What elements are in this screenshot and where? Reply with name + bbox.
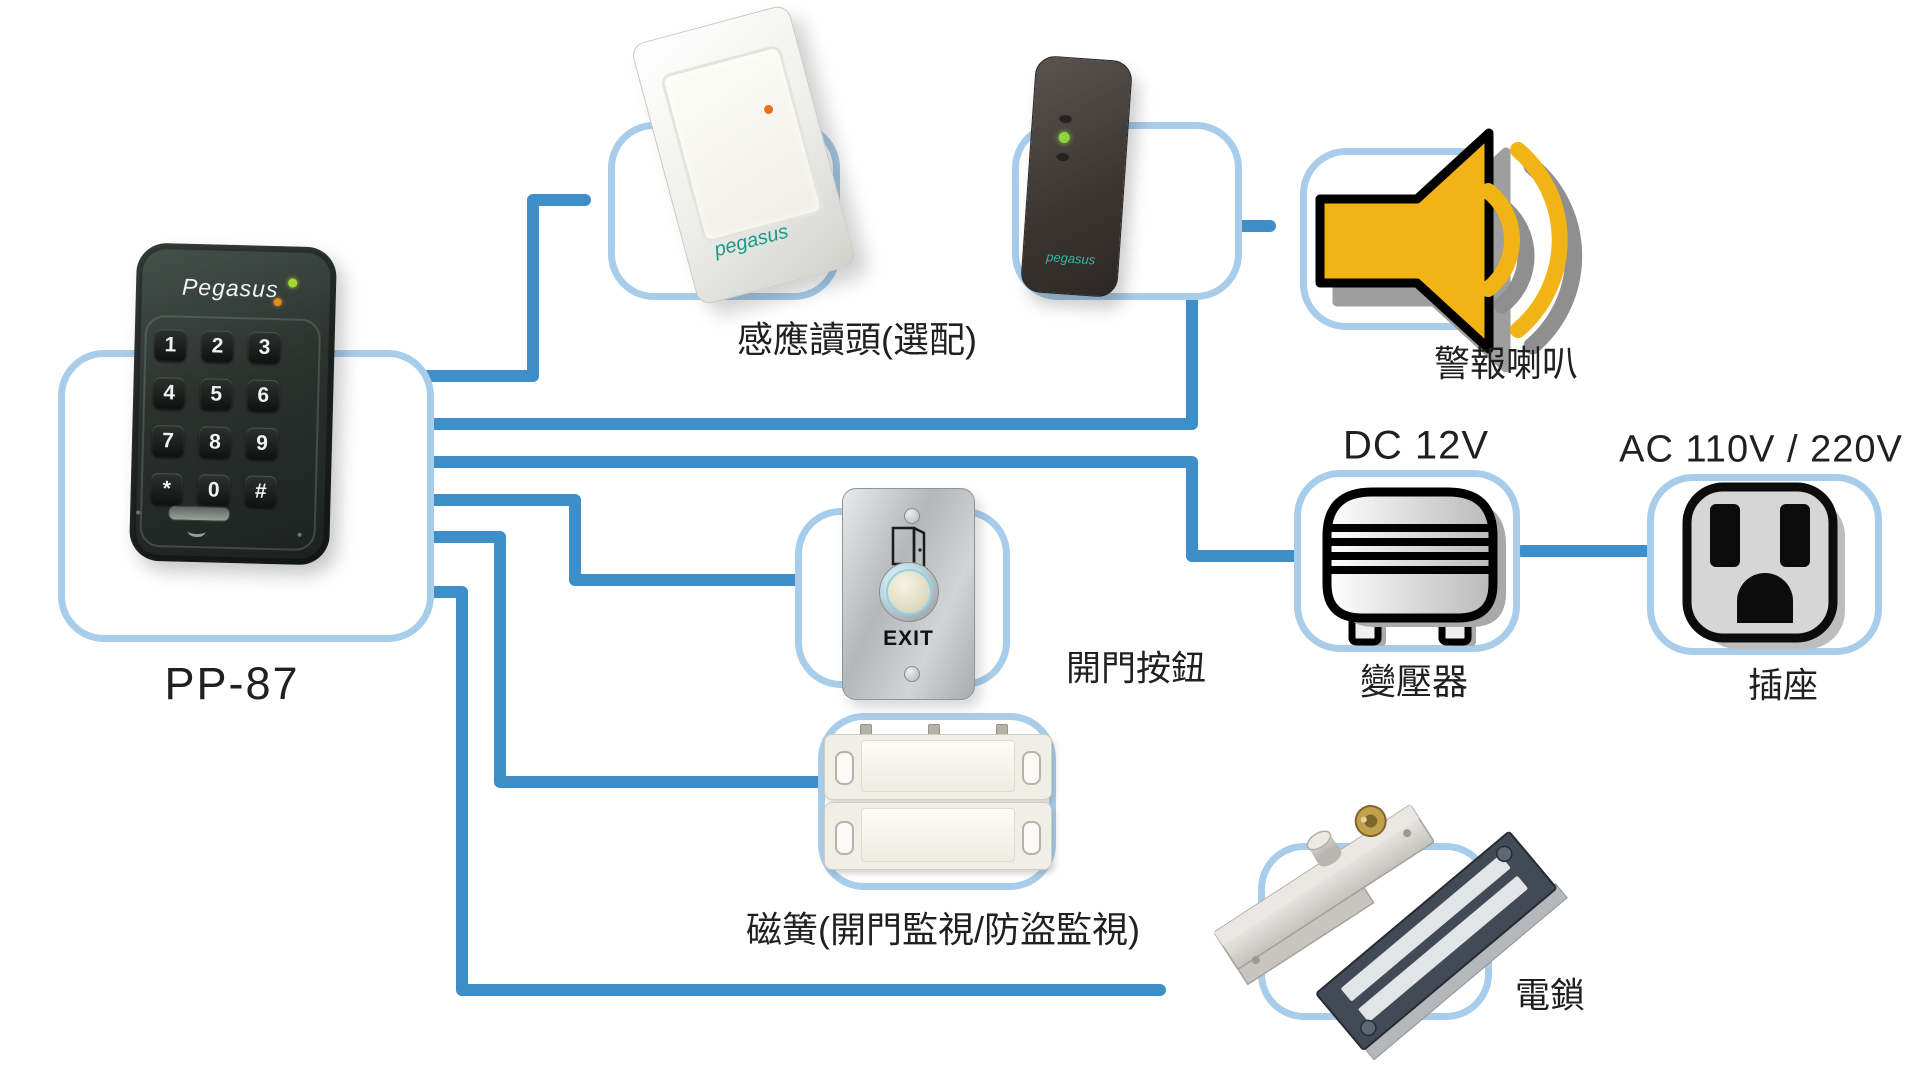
key-4: 4 bbox=[152, 376, 186, 409]
reed-face bbox=[861, 740, 1015, 792]
key-3: 3 bbox=[248, 331, 281, 364]
reed-switch-device bbox=[824, 722, 1052, 872]
wire-to-transformer bbox=[409, 456, 1302, 562]
outlet-label: 插座 bbox=[1747, 666, 1819, 706]
exit-button-device: EXIT bbox=[842, 488, 975, 700]
ac-voltage-label: AC 110V / 220V bbox=[1619, 428, 1903, 471]
maglock-icon bbox=[1316, 831, 1568, 1061]
mounting-hole bbox=[835, 751, 854, 785]
keypad-led-green-icon bbox=[288, 278, 298, 288]
key-5: 5 bbox=[199, 378, 233, 410]
mounting-hole bbox=[1022, 751, 1041, 785]
dark-reader-device: pegasus bbox=[1019, 54, 1134, 299]
sound-waves bbox=[1480, 142, 1568, 338]
mounting-hole bbox=[1022, 821, 1041, 855]
bolt-lock-icon bbox=[1214, 804, 1435, 986]
reader-label: 感應讀頭(選配) bbox=[737, 319, 977, 360]
key-9: 9 bbox=[245, 427, 279, 460]
outlet-slot bbox=[1780, 504, 1810, 567]
dark-reader-led-icon bbox=[1058, 113, 1073, 124]
reed-face bbox=[861, 808, 1015, 862]
key-8: 8 bbox=[198, 426, 232, 458]
dark-reader-leds bbox=[1055, 113, 1073, 171]
outlet-slot bbox=[1710, 504, 1740, 567]
dark-reader-led-green-icon bbox=[1058, 131, 1071, 144]
wire-to-reader bbox=[409, 194, 591, 382]
keypad-mic-dot bbox=[136, 510, 141, 515]
outlet-ground-hole bbox=[1737, 573, 1793, 623]
transformer-icon bbox=[1322, 487, 1506, 646]
keypad-card-slot bbox=[167, 505, 231, 522]
dark-reader-led-icon bbox=[1056, 151, 1070, 162]
alarm-label: 警報喇叭 bbox=[1433, 343, 1579, 384]
lock-label: 電鎖 bbox=[1514, 976, 1586, 1016]
keypad-keys: 1 2 3 4 5 6 7 8 9 * 0 # bbox=[150, 328, 281, 508]
keypad-device: Pegasus 1 2 3 4 5 6 7 8 9 * 0 # bbox=[128, 242, 338, 566]
dc-voltage-label: DC 12V bbox=[1342, 423, 1490, 468]
exit-button-label: 開門按鈕 bbox=[1065, 649, 1207, 689]
mounting-hole bbox=[835, 821, 854, 855]
key-7: 7 bbox=[151, 424, 185, 457]
keypad-led-orange-icon bbox=[273, 298, 282, 307]
model-label: PP-87 bbox=[164, 658, 300, 709]
wire-to-lock bbox=[409, 586, 1166, 996]
wire-to-exit-button bbox=[409, 494, 808, 586]
transformer-label: 變壓器 bbox=[1359, 661, 1469, 702]
key-hash: # bbox=[244, 475, 278, 508]
keypad-brand: Pegasus bbox=[181, 273, 279, 303]
wire-to-reed-switch bbox=[409, 531, 830, 788]
key-1: 1 bbox=[154, 328, 187, 361]
key-0: 0 bbox=[197, 474, 231, 506]
reed-bar-bottom bbox=[824, 802, 1052, 870]
electric-lock-icons bbox=[1214, 804, 1568, 1061]
alarm-speaker-icon bbox=[1315, 128, 1583, 373]
screw-icon bbox=[904, 666, 920, 682]
speaker-horn bbox=[1315, 128, 1494, 354]
reed-switch-label: 磁簧(開門監視/防盜監視) bbox=[746, 909, 1140, 950]
dark-reader-brand: pegasus bbox=[1045, 249, 1096, 268]
white-reader-panel bbox=[659, 43, 825, 245]
key-2: 2 bbox=[201, 330, 234, 362]
transformer-stripes bbox=[1327, 524, 1493, 574]
exit-push-button-core bbox=[886, 569, 932, 615]
exit-push-button bbox=[879, 562, 939, 622]
reed-bar-top bbox=[824, 734, 1052, 800]
outlet-icon bbox=[1682, 482, 1845, 649]
screw-icon bbox=[904, 508, 920, 524]
exit-button-text: EXIT bbox=[883, 627, 934, 650]
key-star: * bbox=[150, 472, 184, 505]
key-6: 6 bbox=[246, 379, 280, 412]
